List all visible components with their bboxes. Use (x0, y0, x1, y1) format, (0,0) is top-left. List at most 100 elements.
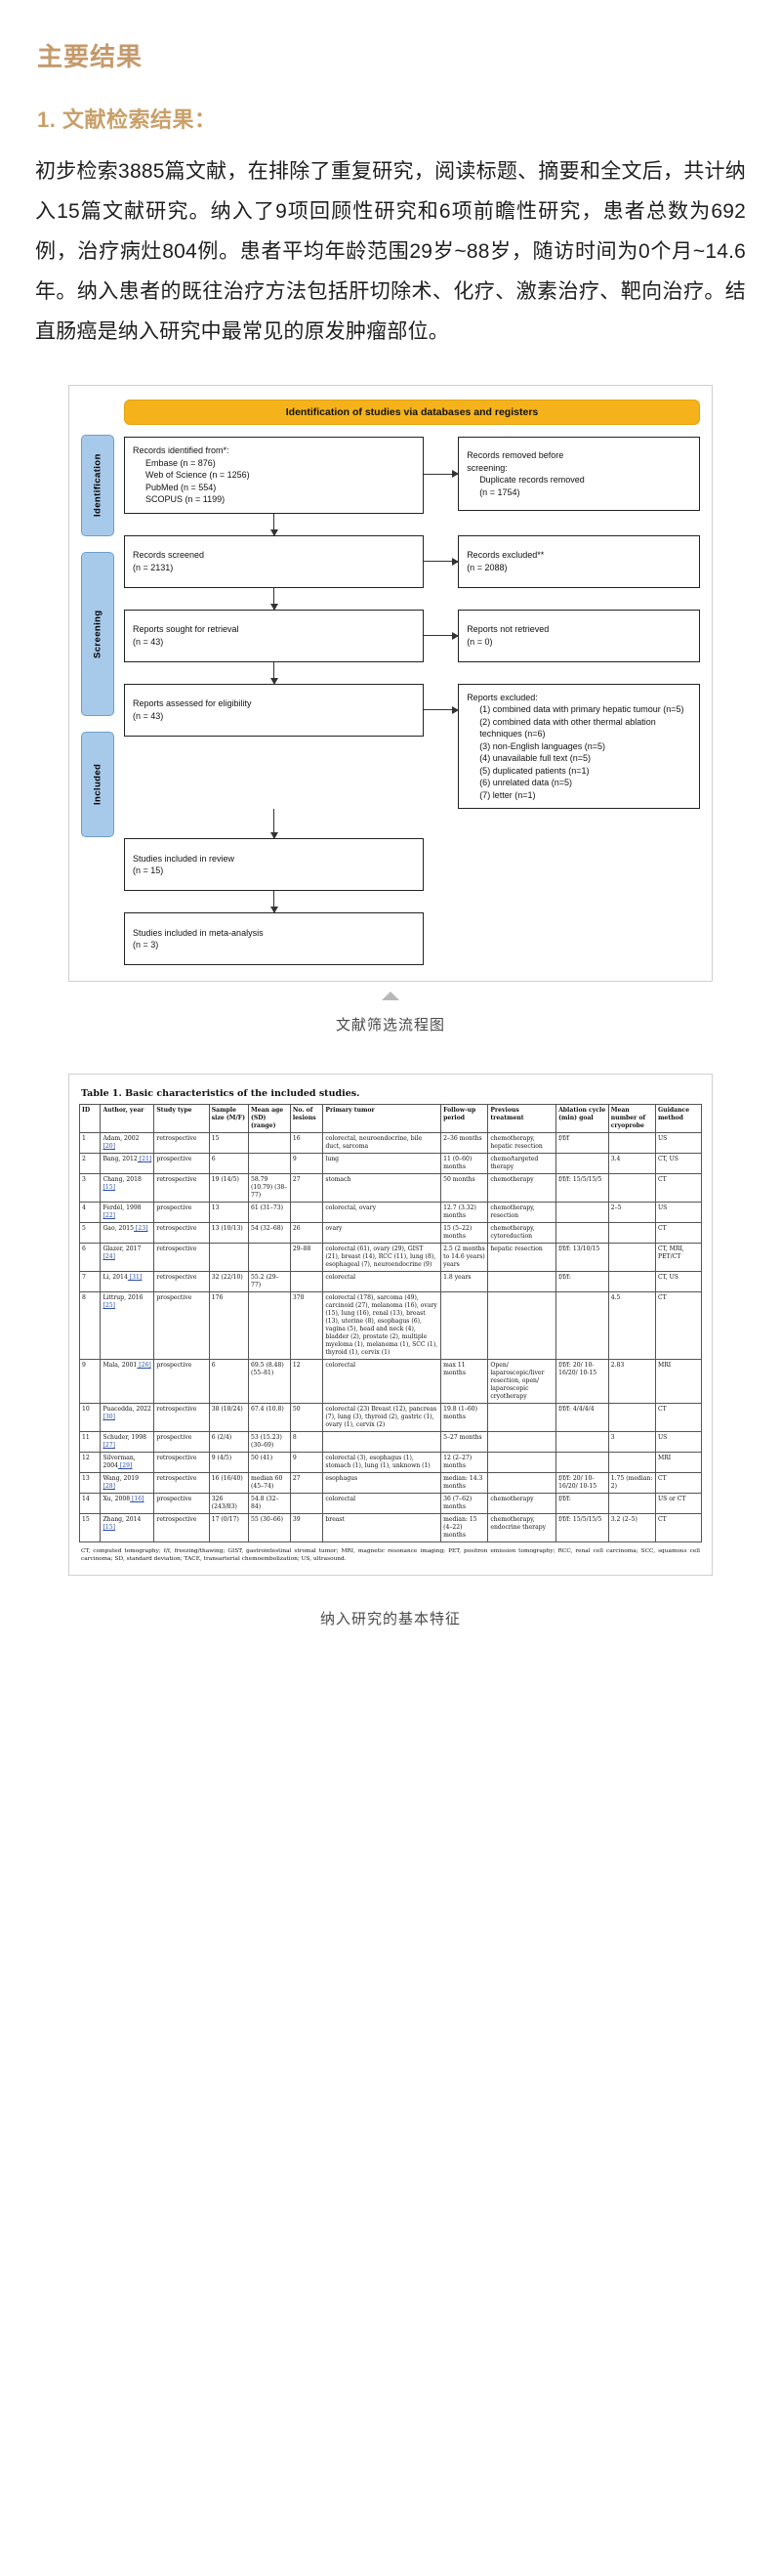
cell-author-year: Littrup, 2016 [25] (100, 1291, 155, 1360)
records-excluded-label: Records excluded** (467, 550, 545, 560)
cell-mean-age: 50 (41) (247, 1452, 291, 1473)
cell-previous-treatment (487, 1452, 557, 1473)
cell-ablation-cycle (555, 1153, 609, 1174)
cell-cryoprobe (607, 1403, 656, 1432)
cell-primary-tumor: colorectal (322, 1271, 442, 1292)
reference-link[interactable]: [27] (103, 1442, 115, 1449)
cell-primary-tumor: colorectal, neuroendocrine, bile duct, s… (322, 1132, 442, 1154)
col-id: ID (78, 1104, 102, 1133)
cell-no-lesions: 27 (289, 1472, 324, 1494)
cell-mean-age: 69.5 (8.48) (55–81) (247, 1359, 291, 1404)
cell-sample-size: 6 (2/4) (208, 1431, 249, 1453)
col-cryoprobe: Mean number of cryoprobe (607, 1104, 656, 1133)
cell-study-type: prospective (153, 1291, 210, 1360)
cell-ablation-cycle: f/f/f: 15/5/15/5 (555, 1173, 609, 1203)
cell-sample-size: 15 (208, 1132, 249, 1154)
reference-link[interactable]: [24] (103, 1253, 115, 1260)
cell-author-year: Adam, 2002 [20] (100, 1132, 155, 1154)
col-no-lesions: No. of lesions (289, 1104, 324, 1133)
box-records-screened: Records screened (n = 2131) (124, 534, 424, 588)
figure-prisma-flowchart: Identification Screening Included Identi… (0, 385, 781, 1035)
records-identified-scopus: SCOPUS (n = 1199) (145, 494, 226, 504)
cell-no-lesions: 29–88 (289, 1243, 324, 1272)
cell-cryoprobe (607, 1173, 656, 1203)
cell-id: 9 (78, 1359, 102, 1404)
cell-primary-tumor: colorectal, ovary (322, 1202, 442, 1223)
arrow-to-reports-excluded (423, 705, 460, 714)
cell-no-lesions: 9 (289, 1452, 324, 1473)
cell-mean-age: 61 (31–73) (247, 1202, 291, 1223)
cell-id: 15 (78, 1513, 102, 1542)
cell-previous-treatment (487, 1472, 557, 1494)
cell-mean-age: 54.8 (32–84) (247, 1493, 291, 1514)
cell-sample-size: 13 (10/13) (208, 1222, 249, 1244)
cell-previous-treatment: chemotherapy, endocrine therapy (487, 1513, 557, 1542)
reference-link[interactable]: [28] (103, 1483, 115, 1490)
reference-link[interactable]: [30] (103, 1414, 115, 1420)
cell-guidance: US or CT (654, 1493, 703, 1514)
band-screening: Screening (81, 552, 114, 716)
reference-link[interactable]: [26] (137, 1362, 151, 1369)
reference-link[interactable]: [15] (103, 1524, 115, 1531)
box-records-excluded: Records excluded** (n = 2088) (458, 534, 700, 588)
cell-followup: 19.8 (1–60) months (440, 1403, 489, 1432)
cell-previous-treatment: chemotherapy (487, 1493, 557, 1514)
reference-link[interactable]: [25] (103, 1302, 115, 1309)
cell-previous-treatment (487, 1291, 557, 1360)
studies-included-meta-n: (n = 3) (133, 940, 159, 950)
col-primary-tumor: Primary tumor (322, 1104, 442, 1133)
connector-1 (269, 513, 278, 536)
figure1-marker-icon (382, 992, 399, 1000)
cell-ablation-cycle (555, 1431, 609, 1453)
records-screened-n: (n = 2131) (133, 562, 174, 572)
cell-cryoprobe: 3.4 (607, 1153, 656, 1174)
cell-no-lesions (289, 1493, 324, 1514)
cell-author-year: Ferdél, 1998 [22] (100, 1202, 155, 1223)
reference-link[interactable]: [20] (103, 1143, 115, 1150)
cell-no-lesions: 39 (289, 1513, 324, 1542)
reference-link[interactable]: [31] (127, 1274, 143, 1281)
records-identified-pubmed: PubMed (n = 554) (145, 482, 217, 492)
reference-link[interactable]: [16] (130, 1496, 144, 1502)
cell-followup: 11 (0–60) months (440, 1153, 489, 1174)
cell-id: 14 (78, 1493, 102, 1514)
reports-assessed-label: Reports assessed for eligibility (133, 698, 252, 708)
cell-sample-size: 32 (22/10) (208, 1271, 249, 1292)
cell-followup: 12 (2–27) months (440, 1452, 489, 1473)
reference-link[interactable]: [29] (117, 1462, 133, 1469)
reports-assessed-n: (n = 43) (133, 710, 164, 721)
cell-sample-size (208, 1243, 249, 1272)
cell-followup: 36 (7–62) months (440, 1493, 489, 1514)
cell-cryoprobe (607, 1493, 656, 1514)
reference-link[interactable]: [22] (103, 1212, 115, 1219)
cell-mean-age: 55.2 (29–77) (247, 1271, 291, 1292)
cell-sample-size: 19 (14/5) (208, 1173, 249, 1203)
reference-link[interactable]: [15] (103, 1184, 115, 1191)
cell-previous-treatment: hepatic resection (487, 1243, 557, 1272)
cell-study-type: retrospective (153, 1513, 210, 1542)
cell-mean-age (247, 1132, 291, 1154)
prisma-diagram: Identification Screening Included Identi… (68, 385, 713, 982)
cell-guidance: US (654, 1132, 703, 1154)
cell-guidance: MRI (654, 1452, 703, 1473)
cell-followup: 2–36 months (440, 1132, 489, 1154)
cell-author-year: Silverman, 2004 [29] (100, 1452, 155, 1473)
records-identified-title: Records identified from*: (133, 445, 229, 455)
cell-primary-tumor: colorectal (322, 1359, 442, 1404)
article-page: 主要结果 1. 文献检索结果： 初步检索3885篇文献，在排除了重复研究，阅读标… (0, 37, 781, 2576)
cell-ablation-cycle (555, 1291, 609, 1360)
col-study-type: Study type (153, 1104, 210, 1133)
cell-ablation-cycle: f/f/f (555, 1132, 609, 1154)
cell-author-year: Mala, 2001 [26] (100, 1359, 155, 1404)
cell-guidance: CT (654, 1291, 703, 1360)
reference-link[interactable]: [21] (137, 1156, 152, 1162)
reference-link[interactable]: [23] (134, 1225, 148, 1232)
reports-not-retrieved-n: (n = 0) (467, 636, 493, 647)
cell-cryoprobe (607, 1132, 656, 1154)
